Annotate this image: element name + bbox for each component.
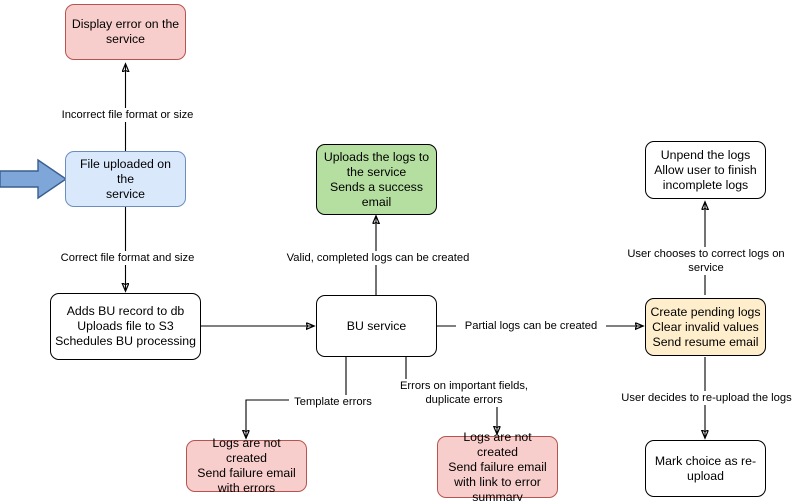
- edge-label-user-reuploads: User decides to re-upload the logs: [614, 391, 799, 405]
- edge-label-correct-format: Correct file format and size: [56, 251, 199, 265]
- edge-label-important-errors: Errors on important fields, duplicate er…: [392, 379, 536, 407]
- node-uploads-logs[interactable]: Uploads the logs to the service Sends a …: [316, 144, 437, 215]
- edge-label-valid-logs: Valid, completed logs can be created: [283, 251, 473, 265]
- edge-label-template-errors: Template errors: [289, 395, 377, 409]
- node-logs-not-created-template[interactable]: Logs are not created Send failure email …: [186, 436, 307, 495]
- node-unpend-logs[interactable]: Unpend the logs Allow user to finish inc…: [645, 141, 766, 199]
- entry-arrow-icon: [0, 158, 68, 200]
- edge-label-partial-logs: Partial logs can be created: [456, 319, 606, 333]
- node-create-pending-logs[interactable]: Create pending logs Clear invalid values…: [645, 298, 766, 356]
- node-adds-bu-record[interactable]: Adds BU record to db Uploads file to S3 …: [50, 293, 201, 360]
- node-logs-not-created-fields[interactable]: Logs are not created Send failure email …: [437, 430, 558, 501]
- node-file-uploaded[interactable]: File uploaded on the service: [65, 151, 186, 207]
- edge-label-user-corrects: User chooses to correct logs on service: [608, 247, 801, 275]
- node-mark-reupload[interactable]: Mark choice as re- upload: [645, 440, 766, 497]
- edge-label-incorrect-format: Incorrect file format or size: [56, 108, 199, 122]
- node-bu-service[interactable]: BU service: [316, 295, 437, 357]
- node-display-error[interactable]: Display error on the service: [65, 4, 186, 60]
